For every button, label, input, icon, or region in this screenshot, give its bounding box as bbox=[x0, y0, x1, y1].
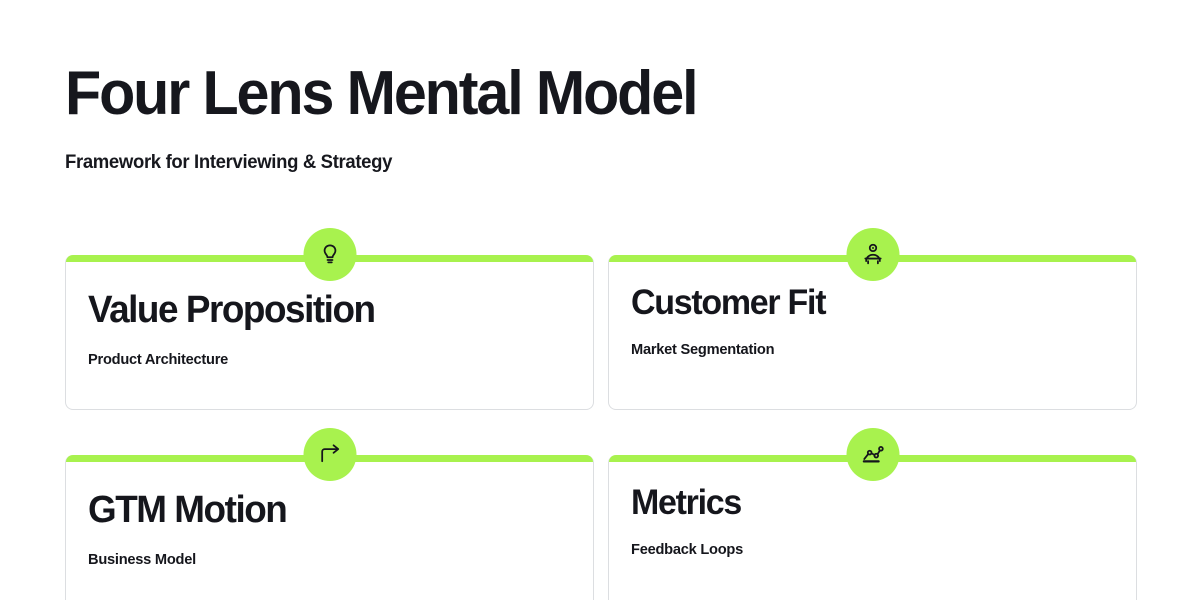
card-title: Value Proposition bbox=[88, 289, 376, 331]
card-title: Metrics bbox=[631, 483, 742, 522]
corner-up-right-arrow-icon bbox=[303, 428, 356, 481]
lens-card-metrics[interactable]: Metrics Feedback Loops bbox=[608, 428, 1137, 600]
card-subtitle: Feedback Loops bbox=[631, 540, 743, 558]
page-subtitle: Framework for Interviewing & Strategy bbox=[65, 152, 393, 174]
card-title: Customer Fit bbox=[631, 283, 827, 322]
card-subtitle: Product Architecture bbox=[88, 350, 229, 368]
lens-card-value-proposition[interactable]: Value Proposition Product Architecture bbox=[65, 228, 594, 410]
user-icon bbox=[846, 228, 899, 281]
lightbulb-icon bbox=[303, 228, 356, 281]
card-subtitle: Business Model bbox=[88, 550, 196, 568]
lens-card-grid: Value Proposition Product Architecture C… bbox=[65, 228, 1137, 600]
line-chart-icon bbox=[846, 428, 899, 481]
page-header: Four Lens Mental Model Framework for Int… bbox=[65, 62, 1137, 174]
page-title: Four Lens Mental Model bbox=[65, 59, 699, 128]
lens-card-gtm-motion[interactable]: GTM Motion Business Model bbox=[65, 428, 594, 600]
card-subtitle: Market Segmentation bbox=[631, 340, 775, 358]
card-title: GTM Motion bbox=[88, 489, 288, 531]
lens-card-customer-fit[interactable]: Customer Fit Market Segmentation bbox=[608, 228, 1137, 410]
